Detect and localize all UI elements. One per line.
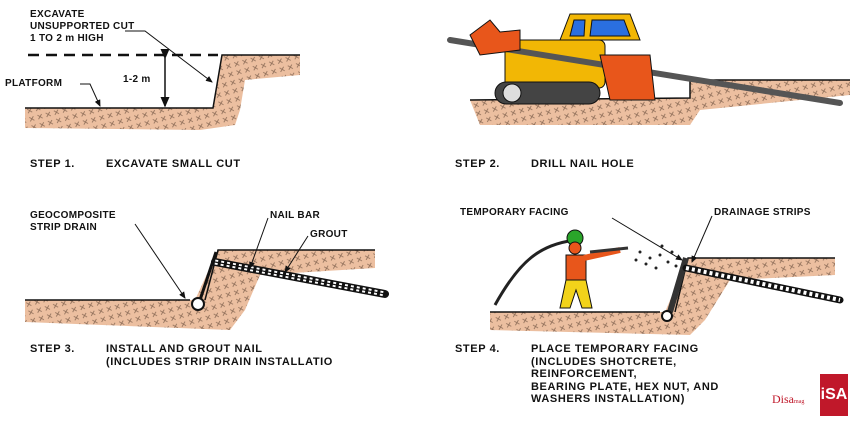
panel-4-drawing xyxy=(490,215,844,335)
cut-callout: EXCAVATE UNSUPPORTED CUT 1 TO 2 m HIGH xyxy=(30,9,135,45)
step-title: EXCAVATE SMALL CUT xyxy=(106,158,241,170)
nail-bar-leader xyxy=(249,217,269,269)
worker-legs xyxy=(559,279,593,309)
height-label: 1-2 m xyxy=(123,74,151,85)
drainage-strips-label: DRAINAGE STRIPS xyxy=(714,207,811,218)
step-subtitle: WASHERS INSTALLATION) xyxy=(531,393,685,405)
shotcrete-spray xyxy=(634,244,678,270)
nail-bar xyxy=(214,261,386,295)
step-title: INSTALL AND GROUT NAIL xyxy=(106,343,263,355)
panel-2-drawing xyxy=(447,13,850,125)
step-subtitle: (INCLUDES STRIP DRAIN INSTALLATIO xyxy=(106,355,333,368)
panel-1-drawing xyxy=(25,30,300,130)
callout-line: STRIP DRAIN xyxy=(30,222,98,233)
callout-line: UNSUPPORTED CUT xyxy=(30,21,135,32)
step-number: STEP 3. xyxy=(30,343,75,355)
soil xyxy=(490,258,835,335)
strip-drain xyxy=(198,251,218,301)
drill-mast xyxy=(469,19,521,56)
grout-leader xyxy=(284,235,309,273)
step-number: STEP 1. xyxy=(30,158,75,170)
logo-text: Disamag xyxy=(772,392,805,406)
soil xyxy=(25,55,300,130)
drill-arm xyxy=(599,54,656,101)
cab-windows xyxy=(569,19,631,37)
worker xyxy=(559,229,629,309)
cut-leader xyxy=(125,30,213,83)
drain-pipe xyxy=(661,310,673,322)
grout-label: GROUT xyxy=(310,229,348,240)
grout xyxy=(685,266,841,302)
step-title: PLACE TEMPORARY FACING xyxy=(531,343,699,355)
step-subtitle: BEARING PLATE, HEX NUT, AND xyxy=(531,380,719,393)
step-subtitle: REINFORCEMENT, xyxy=(531,368,638,380)
step-number: STEP 4. xyxy=(455,343,500,355)
nail-bar-label: NAIL BAR xyxy=(270,210,320,221)
logo-mark: iSA xyxy=(820,374,848,416)
ground-line xyxy=(25,54,300,109)
facing-label: TEMPORARY FACING xyxy=(460,207,569,218)
drain-pipe xyxy=(191,297,205,311)
step-4-caption: STEP 4. PLACE TEMPORARY FACING (INCLUDES … xyxy=(455,343,719,406)
step-3-caption: STEP 3. INSTALL AND GROUT NAIL(INCLUDES S… xyxy=(30,343,333,368)
soil xyxy=(25,250,375,330)
callout-line: GEOCOMPOSITE xyxy=(30,210,116,221)
callout-line: EXCAVATE xyxy=(30,9,85,20)
ground-line xyxy=(490,257,835,313)
step-number: STEP 2. xyxy=(455,158,500,170)
nozzle xyxy=(589,246,629,254)
drain-callout: GEOCOMPOSITE STRIP DRAIN xyxy=(30,210,116,234)
drainage-leader xyxy=(691,215,713,263)
worker-body xyxy=(565,254,587,281)
track-wheel xyxy=(502,83,522,103)
platform-label: PLATFORM xyxy=(5,78,63,89)
facing-leader xyxy=(611,217,683,261)
platform-leader xyxy=(80,83,101,107)
step-title: DRILL NAIL HOLE xyxy=(531,158,635,170)
panel-3-drawing xyxy=(25,217,389,330)
crawler-track xyxy=(494,81,601,105)
step-subtitle: (INCLUDES SHOTCRETE, xyxy=(531,355,677,368)
step-1-caption: STEP 1. EXCAVATE SMALL CUT xyxy=(30,158,241,171)
ground-line xyxy=(25,249,375,301)
drain-leader xyxy=(134,223,186,299)
step-2-caption: STEP 2. DRILL NAIL HOLE xyxy=(455,158,634,171)
shotcrete-hose xyxy=(493,238,576,306)
watermark-logo: Disamag iSA xyxy=(770,372,850,422)
callout-line: 1 TO 2 m HIGH xyxy=(30,33,104,44)
